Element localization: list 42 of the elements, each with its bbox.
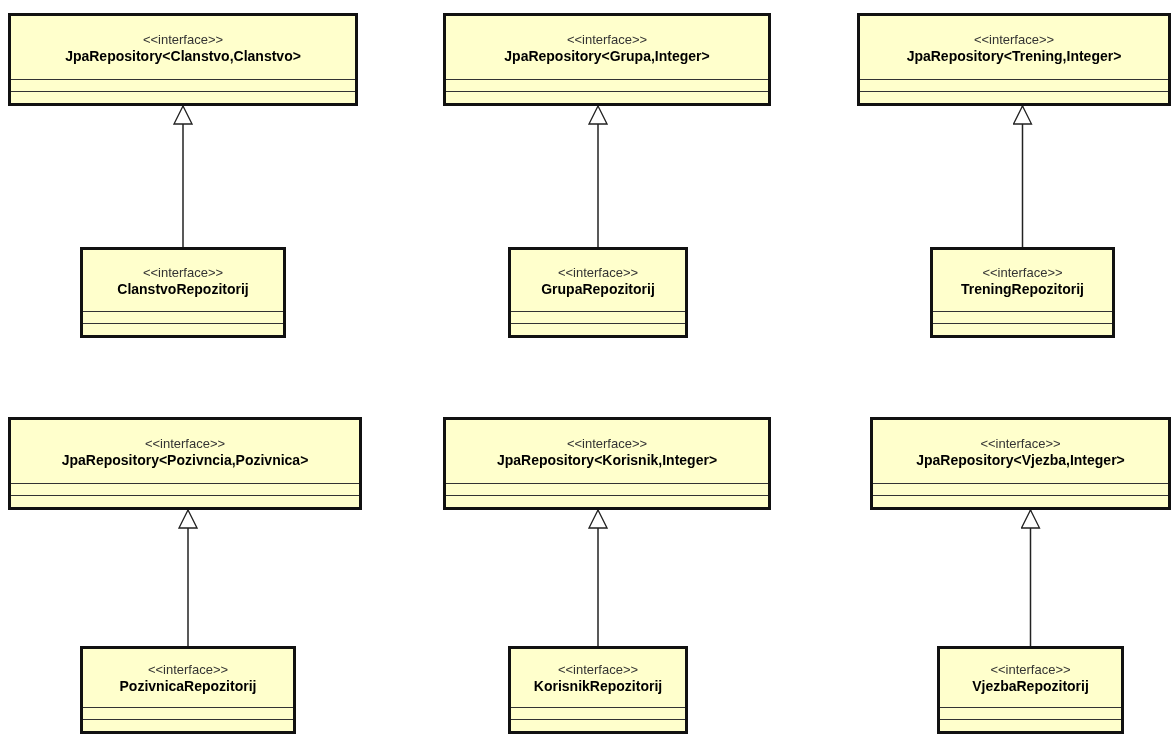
interface-name: JpaRepository<Trening,Integer> <box>906 47 1122 64</box>
stereotype-label: <<interface>> <box>566 435 648 451</box>
generalization-arrow <box>588 105 608 248</box>
interface-class-box <box>930 247 1115 338</box>
interface-name: JpaRepository<Vjezba,Integer> <box>916 451 1125 468</box>
interface-class-box <box>443 417 771 510</box>
interface-class-box <box>8 417 362 510</box>
interface-name: KorisnikRepozitorij <box>533 678 663 694</box>
interface-name: VjezbaRepozitorij <box>972 678 1089 694</box>
stereotype-label: <<interface>> <box>147 662 229 677</box>
generalization-arrow <box>588 509 608 647</box>
interface-name: PozivnicaRepozitorij <box>119 678 257 694</box>
stereotype-label: <<interface>> <box>557 264 639 280</box>
interface-name: JpaRepository<Grupa,Integer> <box>504 47 710 64</box>
generalization-arrow <box>173 105 193 248</box>
interface-class-box <box>937 646 1124 734</box>
generalization-arrow <box>1020 509 1041 647</box>
interface-name: TreningRepozitorij <box>961 280 1084 297</box>
interface-class-box <box>508 646 688 734</box>
interface-name: JpaRepository<Clanstvo,Clanstvo> <box>65 47 301 64</box>
interface-class-box <box>80 247 286 338</box>
stereotype-label: <<interface>> <box>142 264 224 280</box>
interface-name: JpaRepository<Pozivncia,Pozivnica> <box>61 451 309 468</box>
interface-name: GrupaRepozitorij <box>541 280 655 297</box>
stereotype-label: <<interface>> <box>566 31 648 47</box>
generalization-arrow <box>1012 105 1033 248</box>
stereotype-label: <<interface>> <box>990 662 1071 677</box>
interface-class-box <box>857 13 1171 106</box>
interface-class-box <box>8 13 358 106</box>
interface-name: JpaRepository<Korisnik,Integer> <box>496 451 718 468</box>
stereotype-label: <<interface>> <box>982 264 1063 280</box>
generalization-arrow <box>178 509 198 647</box>
interface-class-box <box>443 13 771 106</box>
stereotype-label: <<interface>> <box>557 662 639 677</box>
interface-name: ClanstvoRepozitorij <box>117 280 249 297</box>
stereotype-label: <<interface>> <box>142 31 224 47</box>
stereotype-label: <<interface>> <box>973 31 1055 47</box>
interface-class-box <box>80 646 296 734</box>
stereotype-label: <<interface>> <box>980 435 1061 451</box>
stereotype-label: <<interface>> <box>144 435 226 451</box>
interface-class-box <box>508 247 688 338</box>
interface-class-box <box>870 417 1171 510</box>
